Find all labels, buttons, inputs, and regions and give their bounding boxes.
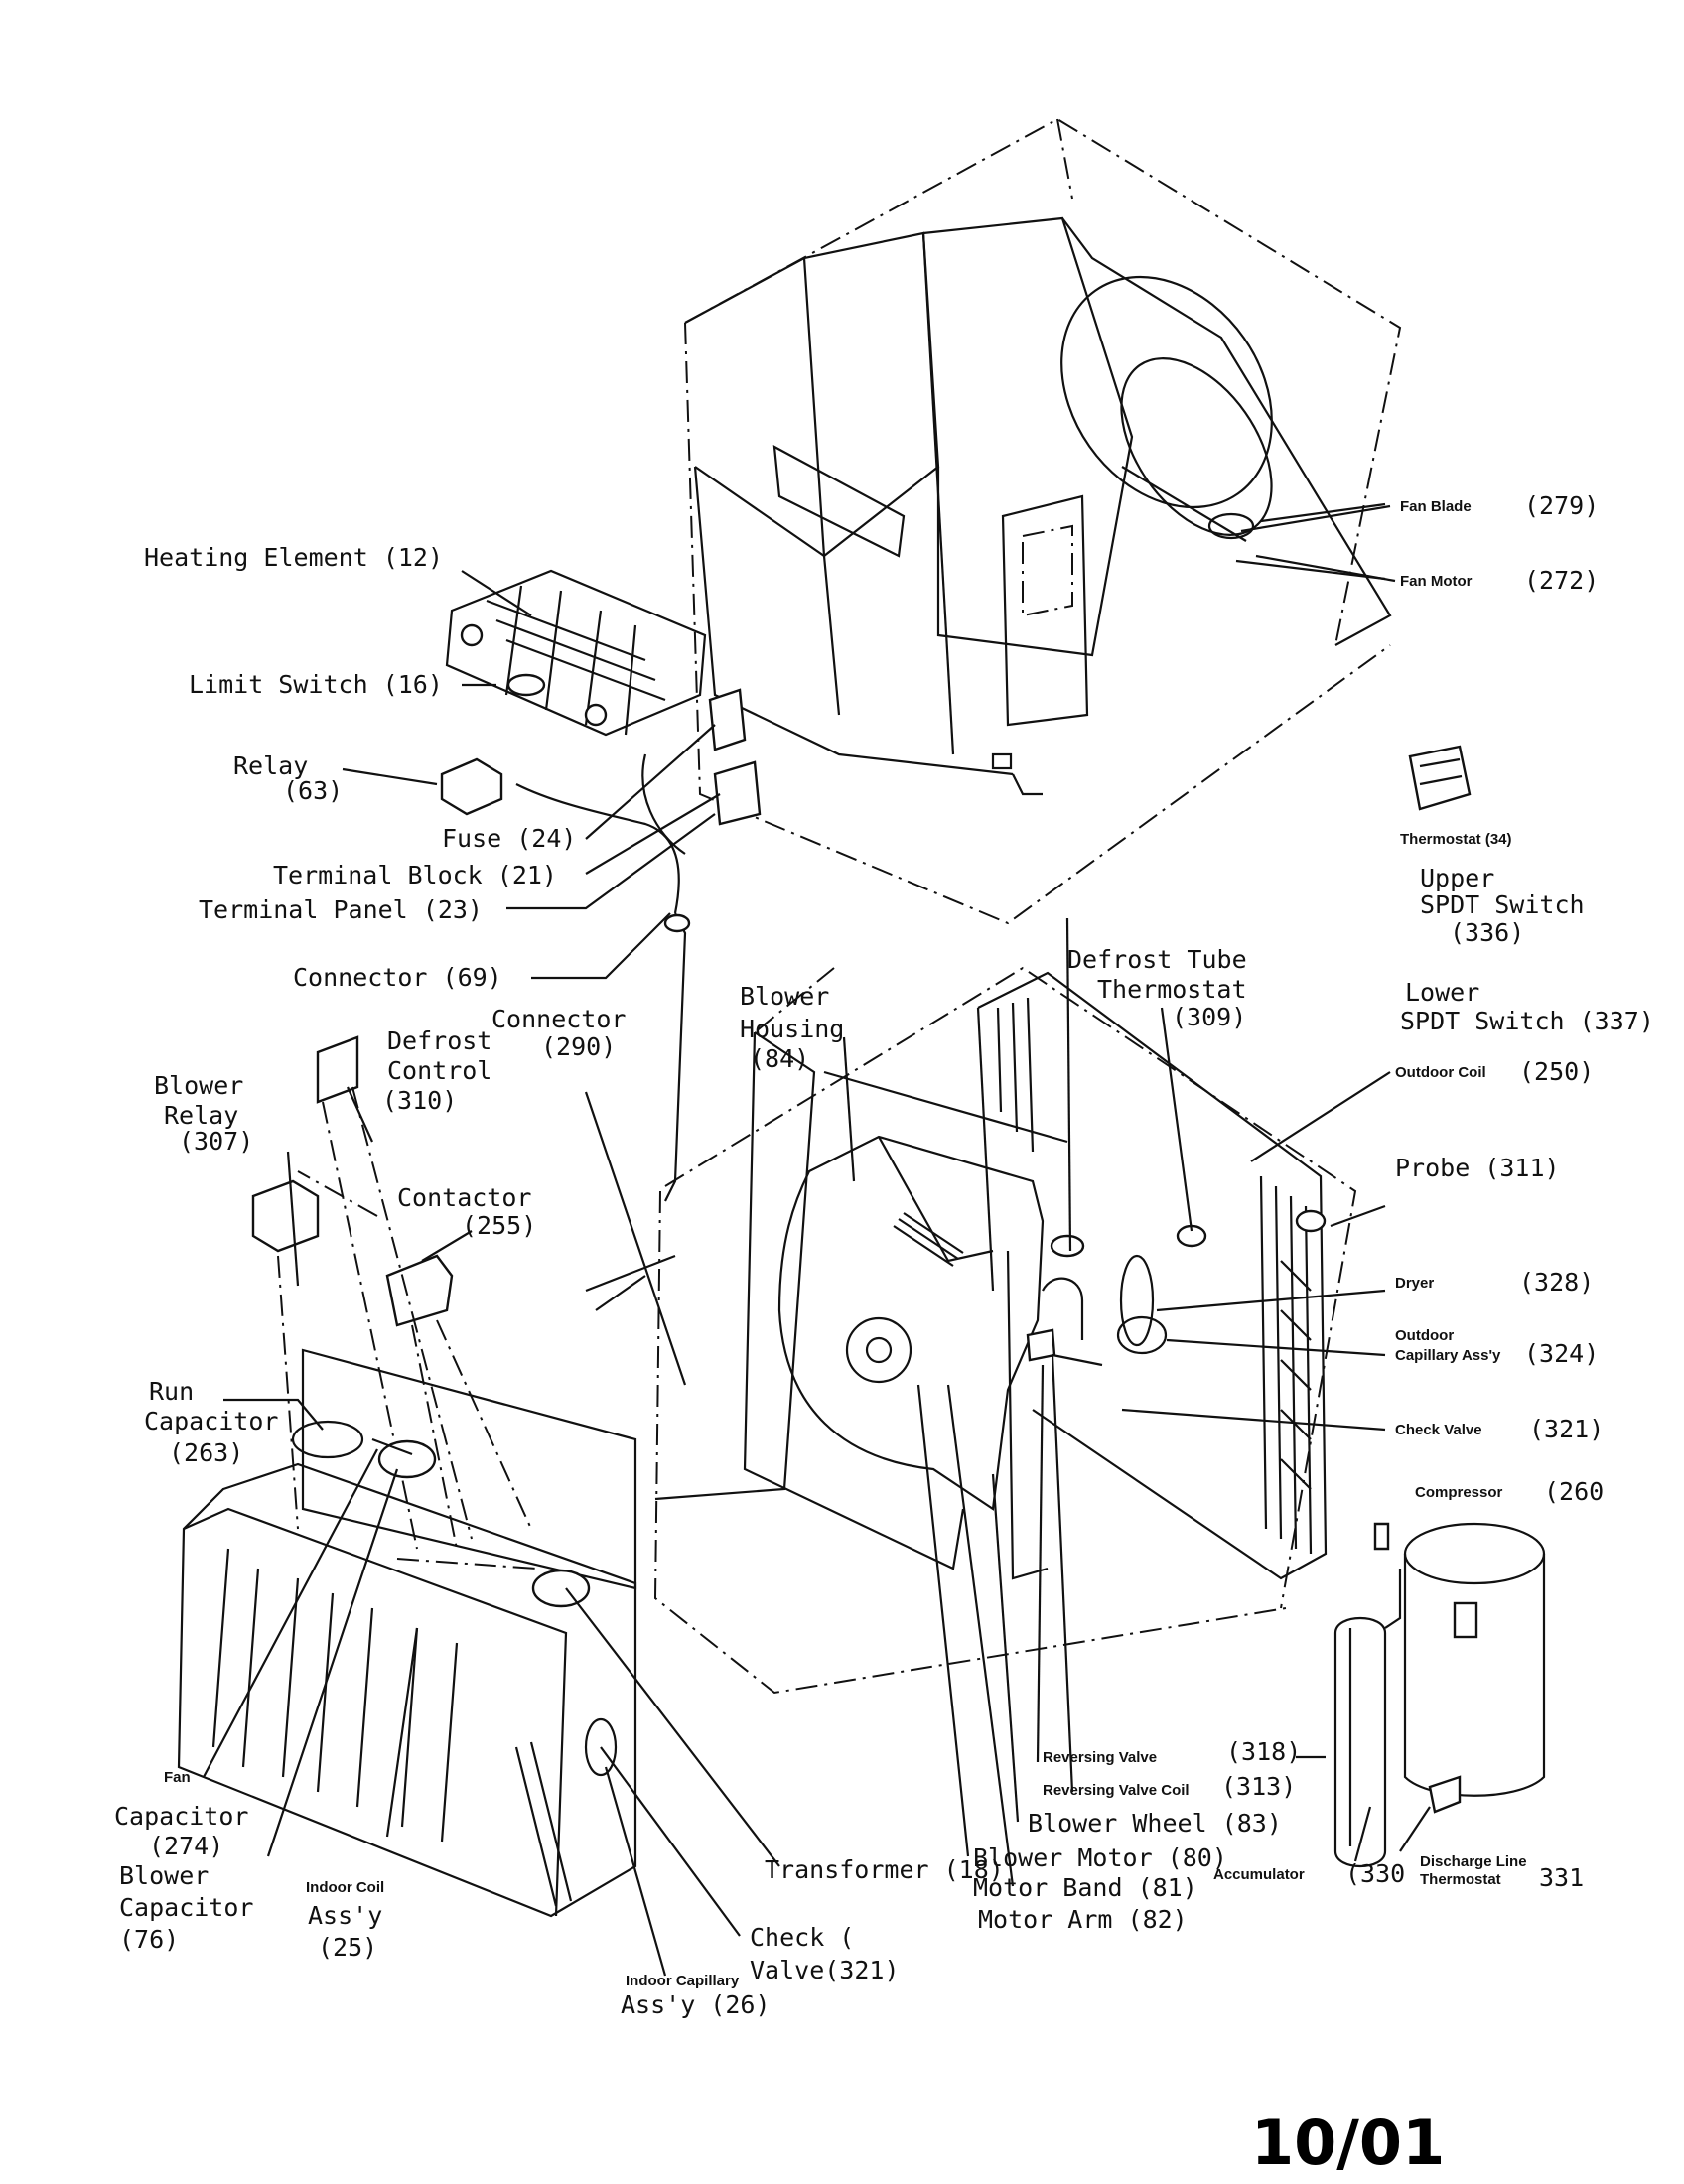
dryer-label: Dryer [1395,1275,1434,1292]
upper-spdt-label-1: Upper [1420,864,1494,892]
fan-blade-label: Fan Blade [1400,498,1472,515]
upper-spdt-label-2: SPDT Switch [1420,890,1585,919]
blower-relay-label-1: Blower [154,1071,243,1100]
thermostat-label: Thermostat (34) [1400,831,1512,848]
lower-chassis [297,966,1357,1695]
motor-arm-label: Motor Arm (82) [978,1905,1188,1934]
valves-cluster [1026,1224,1207,1367]
terminal-block-label: Terminal Block (21) [273,861,557,889]
reversing-valve-number: (318) [1226,1737,1301,1766]
limit-switch-label: Limit Switch (16) [189,670,443,699]
blower-wheel-label: Blower Wheel (83) [1028,1809,1282,1838]
outdoor-coil [976,971,1328,1580]
lower-spdt-label-1: Lower [1405,978,1479,1007]
controls [251,1035,532,1550]
fan-motor-label: Fan Motor [1400,573,1473,590]
motor-band-label: Motor Band (81) [973,1873,1197,1902]
upper-spdt-number: (336) [1450,918,1524,947]
fan-motor-number: (272) [1524,566,1599,595]
outdoor-coil-label: Outdoor Coil [1395,1064,1486,1081]
relay-and-terminals [440,688,762,1202]
part-labels: Fan Blade (279) Fan Motor (272) Heating … [114,491,1654,2179]
check-valve-indoor-label-2: Valve(321) [750,1956,900,1984]
leader-lines [203,504,1431,1977]
blower-housing-label-1: Blower [740,982,829,1011]
blower-housing-label-2: Housing [740,1015,844,1043]
check-valve-indoor-label-1: Check ( [750,1923,854,1952]
run-capacitor-number: (263) [169,1438,243,1467]
date-stamp: 10/01 [1251,2107,1445,2179]
discharge-line-number: 331 [1539,1863,1584,1892]
blower-housing [777,1135,1049,1580]
lower-spdt-label-2: SPDT Switch (337) [1400,1007,1654,1035]
indoor-coil [177,1348,637,1918]
fan-capacitor-label-2: Capacitor [114,1802,248,1831]
blower-capacitor-number: (76) [119,1925,179,1954]
blower-relay-number: (307) [179,1127,253,1156]
heating-element-label: Heating Element (12) [144,543,443,572]
connector-290-label-1: Connector [491,1005,626,1033]
connector-290-number: (290) [541,1032,616,1061]
defrost-control-label-2: Control [387,1056,491,1085]
accumulator [1333,1569,1402,1868]
indoor-capillary-label-1: Indoor Capillary [626,1973,740,1989]
defrost-control-label-1: Defrost [387,1026,491,1055]
indoor-coil-label-2: Ass'y [308,1901,382,1930]
indoor-coil-number: (25) [318,1933,377,1962]
blower-housing-number: (84) [750,1044,809,1073]
discharge-line-label-1: Discharge Line [1420,1853,1527,1870]
fan-capacitor-number: (274) [149,1832,223,1860]
reversing-valve-coil-label: Reversing Valve Coil [1043,1782,1190,1799]
indoor-capillary-label-2: Ass'y (26) [621,1990,771,2019]
outdoor-capillary-label-2: Capillary Ass'y [1395,1347,1501,1364]
defrost-tube-label-1: Defrost Tube [1067,945,1247,974]
run-capacitor-label-1: Run [149,1377,194,1406]
compressor-number: (260 [1544,1477,1604,1506]
discharge-line-label-2: Thermostat [1420,1871,1501,1888]
accumulator-number: (330 [1345,1859,1405,1888]
upper-cabinet [684,117,1402,925]
contactor-label: Contactor [397,1183,531,1212]
heating-element [445,569,707,737]
fan-capacitor-label-1: Fan [164,1769,191,1786]
check-valve-outdoor-label: Check Valve [1395,1422,1482,1438]
contactor-number: (255) [462,1211,536,1240]
blower-capacitor-label-2: Capacitor [119,1893,253,1922]
blower-capacitor-label-1: Blower [119,1861,209,1890]
relay-number: (63) [283,776,343,805]
blower-relay-label-2: Relay [164,1101,238,1130]
check-valve-outdoor-number: (321) [1529,1415,1604,1443]
reversing-valve-label: Reversing Valve [1043,1749,1157,1766]
outdoor-capillary-number: (324) [1524,1339,1599,1368]
probe-label: Probe (311) [1395,1154,1560,1182]
outdoor-coil-number: (250) [1519,1057,1594,1086]
run-capacitor-label-2: Capacitor [144,1407,278,1435]
accumulator-label: Accumulator [1213,1866,1305,1883]
thermostat-part [1408,745,1472,811]
reversing-valve-coil-number: (313) [1221,1772,1296,1801]
dryer-number: (328) [1519,1268,1594,1297]
connector-69-label: Connector (69) [293,963,502,992]
defrost-tube-number: (309) [1172,1003,1246,1031]
compressor-label: Compressor [1415,1484,1503,1501]
fuse-label: Fuse (24) [442,824,576,853]
defrost-tube-label-2: Thermostat [1097,975,1247,1004]
relay-label: Relay [233,751,308,780]
defrost-control-number: (310) [382,1086,457,1115]
outdoor-capillary-label-1: Outdoor [1395,1327,1454,1344]
terminal-panel-label: Terminal Panel (23) [199,895,483,924]
blower-motor-label: Blower Motor (80) [973,1843,1227,1872]
indoor-coil-label-1: Indoor Coil [306,1879,384,1896]
transformer-label: Transformer (18) [765,1855,1004,1884]
compressor [1373,1522,1546,1814]
fan-blade-number: (279) [1524,491,1599,520]
